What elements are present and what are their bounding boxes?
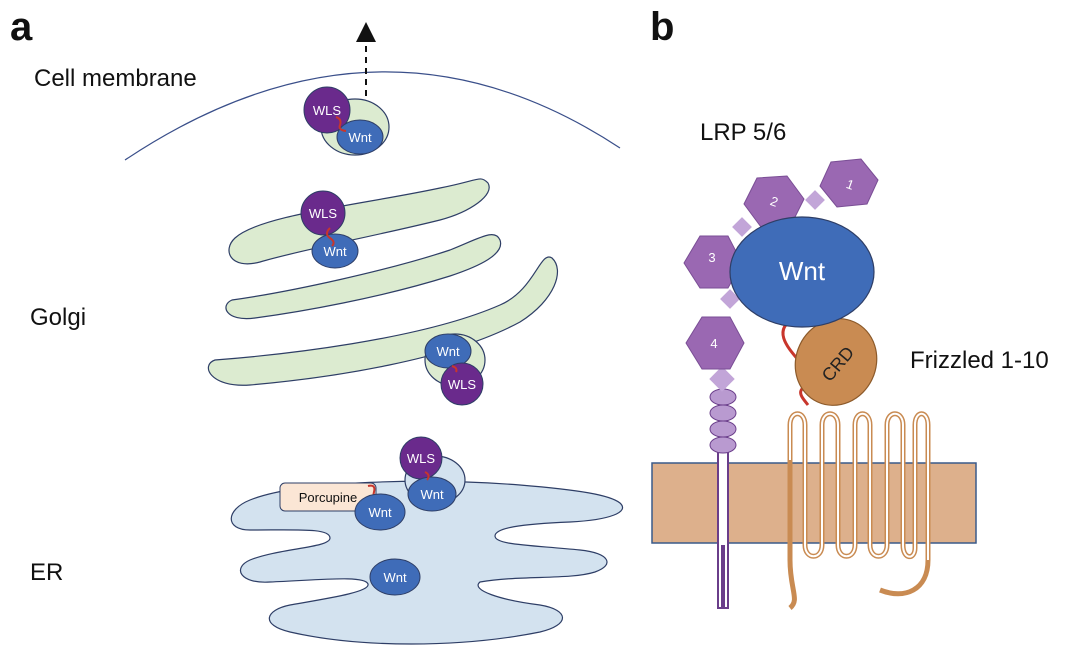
wnt-label: Wnt (368, 505, 392, 520)
lrp-domain-1: 1 (819, 158, 879, 208)
wnt-label: Wnt (436, 344, 460, 359)
linker (451, 365, 458, 373)
er-label: ER (30, 559, 63, 586)
wls-label: WLS (309, 206, 338, 221)
crd-domain: CRD (794, 318, 878, 406)
linker (424, 471, 430, 481)
cell-membrane-label: Cell membrane (34, 65, 197, 92)
wls-label: WLS (407, 451, 436, 466)
er-vesicle: WLS Wnt (399, 436, 466, 512)
endoplasmic-reticulum (230, 480, 623, 645)
wls-molecule (300, 190, 346, 236)
wls-molecule (303, 86, 351, 134)
lrp-domain-3: 3 (683, 235, 743, 289)
wnt-label: Wnt (383, 570, 407, 585)
wnt-ligand: Wnt (729, 216, 875, 328)
svg-text:Wnt: Wnt (779, 256, 826, 286)
wls-label: WLS (313, 103, 342, 118)
frizzled-label: Frizzled 1-10 (910, 347, 1049, 374)
svg-text:3: 3 (708, 250, 715, 265)
svg-text:2: 2 (768, 193, 780, 210)
membrane-vesicle: WLS Wnt (303, 86, 390, 156)
wnt-molecule (336, 119, 384, 155)
wls-molecule (440, 362, 484, 406)
cell-membrane-arc (124, 71, 621, 161)
svg-text:4: 4 (710, 336, 717, 351)
wnt-molecule (369, 558, 421, 596)
wnt-label: Wnt (348, 130, 372, 145)
wnt-label: Wnt (420, 487, 444, 502)
golgi-label: Golgi (30, 304, 86, 331)
lrp-domain-4: 4 (685, 316, 745, 370)
frizzled-transmembrane-inner (789, 412, 929, 560)
wnt-molecule (407, 476, 457, 512)
er-wnt-porcupine: Wnt (354, 493, 406, 531)
golgi-vesicle-top: WLS Wnt (300, 190, 359, 269)
er-lumen-wnt: Wnt (369, 558, 421, 596)
wnt-molecule (311, 233, 359, 269)
panel-a-letter: a (10, 5, 33, 49)
porcupine-enzyme: Porcupine (279, 482, 377, 512)
porcupine-label: Porcupine (299, 490, 358, 505)
lrp-receptor (709, 190, 825, 609)
linker (335, 116, 347, 132)
linker (326, 227, 335, 247)
wnt-molecule (354, 493, 406, 531)
frizzled-tail (787, 460, 797, 610)
wls-label: WLS (448, 377, 477, 392)
golgi-vesicle-bottom: Wnt WLS (424, 333, 486, 406)
svg-text:1: 1 (844, 176, 856, 193)
plasma-membrane-band (651, 462, 977, 544)
golgi-stacks (207, 178, 559, 386)
wnt-label: Wnt (323, 244, 347, 259)
lrp-label: LRP 5/6 (700, 119, 786, 146)
panel-b-letter: b (650, 5, 674, 49)
